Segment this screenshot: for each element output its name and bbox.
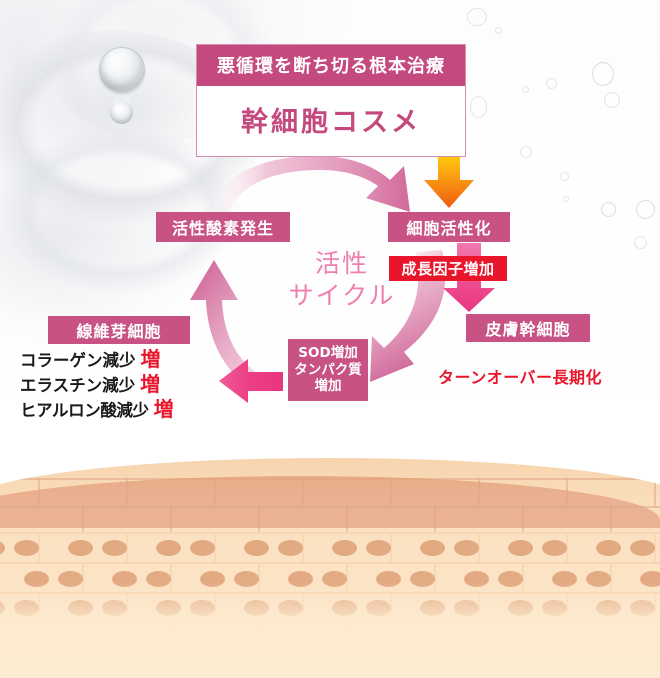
title-card: 悪循環を断ち切る根本治療 幹細胞コスメ	[196, 44, 466, 157]
cycle-center-line2: サイクル	[288, 280, 396, 310]
increase-marker: 増	[140, 347, 161, 371]
skin-stratum-corneum	[0, 476, 660, 528]
bubble-icon	[563, 196, 569, 202]
skin-cell-nucleus	[508, 540, 533, 556]
bubble-icon	[592, 62, 614, 86]
node-sod-line2: タンパク質	[294, 361, 362, 378]
skin-cell-wall	[38, 478, 40, 506]
bubble-icon	[520, 146, 532, 158]
skin-cell-nucleus	[366, 540, 391, 556]
list-item: コラーゲン減少 増	[20, 348, 225, 373]
skin-cell-wall	[610, 506, 612, 532]
skin-cell-nucleus	[278, 540, 303, 556]
node-sod: SOD増加 タンパク質 増加	[288, 339, 368, 401]
skin-cell-wall	[434, 506, 436, 532]
orange-down-arrow	[424, 143, 474, 208]
bubble-icon	[546, 78, 557, 89]
list-item: ヒアルロン酸減少 増	[20, 398, 225, 423]
skin-cell-wall	[82, 506, 84, 532]
skin-cell-wall	[522, 506, 524, 532]
skin-cell-nucleus	[190, 540, 215, 556]
skin-cell-nucleus	[332, 540, 357, 556]
skin-cell-nucleus	[244, 540, 269, 556]
skin-cell-nucleus	[14, 540, 39, 556]
node-growth-factor: 成長因子増加	[389, 256, 507, 281]
bubble-icon	[495, 27, 502, 34]
pink-left-arrow	[219, 359, 283, 403]
cycle-arc-right-arrow	[370, 250, 446, 382]
skin-layer-line	[0, 478, 660, 480]
bubble-icon	[634, 236, 647, 249]
skin-cell-nucleus	[630, 540, 655, 556]
title-card-main: 幹細胞コスメ	[241, 107, 421, 138]
skin-cell-wall	[126, 478, 128, 506]
skin-cell-wall	[478, 478, 480, 506]
skin-cell-wall	[346, 506, 348, 532]
node-ros: 活性酸素発生	[156, 212, 290, 242]
skin-cell-nucleus	[420, 540, 445, 556]
skin-cell-nucleus	[68, 540, 93, 556]
list-item: エラスチン減少 増	[20, 373, 225, 398]
skin-cell-nucleus	[596, 540, 621, 556]
skin-cell-wall	[566, 478, 568, 506]
skin-cell-nucleus	[102, 540, 127, 556]
skin-cell-wall	[390, 478, 392, 506]
node-cell-activation: 細胞活性化	[388, 212, 510, 242]
bubble-icon	[467, 8, 487, 26]
title-card-header: 悪循環を断ち切る根本治療	[197, 45, 465, 86]
turnover-note: ターンオーバー長期化	[438, 368, 603, 387]
skin-cell-nucleus	[454, 540, 479, 556]
list-item-label: コラーゲン減少	[20, 351, 136, 370]
bubble-icon	[560, 172, 569, 181]
skin-layer-line	[0, 562, 660, 564]
node-sod-line3: 増加	[314, 378, 342, 395]
bubble-icon	[470, 96, 487, 118]
cycle-arc-top-arrow	[206, 156, 410, 228]
skin-cell-wall	[654, 478, 656, 506]
list-item-label: ヒアルロン酸減少	[20, 401, 149, 421]
skin-cell-wall	[170, 506, 172, 532]
skin-cell-nucleus	[542, 540, 567, 556]
cycle-arc-left-arrow	[190, 260, 276, 398]
node-fibroblast: 線維芽細胞	[48, 316, 190, 344]
fibroblast-list: コラーゲン減少 増 エラスチン減少 増 ヒアルロン酸減少 増	[20, 348, 225, 423]
skin-cell-wall	[258, 506, 260, 532]
skin-layer-line	[0, 532, 660, 534]
list-item-label: エラスチン減少	[20, 376, 136, 396]
skin-layer-line	[0, 506, 660, 508]
skin-cell-nucleus	[0, 540, 5, 556]
skin-fade	[0, 582, 660, 678]
cycle-center-line1: 活性	[314, 249, 369, 278]
increase-marker: 増	[140, 372, 161, 397]
bubble-icon	[601, 202, 616, 217]
bubble-icon	[636, 200, 655, 219]
bubble-icon	[522, 86, 529, 93]
node-sod-line1: SOD増加	[298, 345, 358, 362]
water-droplet-icon	[95, 47, 147, 125]
skin-cell-wall	[214, 478, 216, 506]
bubble-icon	[604, 92, 620, 108]
cycle-center-label: 活性 サイクル	[283, 248, 401, 311]
skin-cross-section-illustration	[0, 440, 660, 678]
skin-cell-wall	[302, 478, 304, 506]
increase-marker: 増	[153, 397, 174, 422]
node-skin-stem-cell: 皮膚幹細胞	[466, 314, 590, 342]
skin-cell-nucleus	[156, 540, 181, 556]
